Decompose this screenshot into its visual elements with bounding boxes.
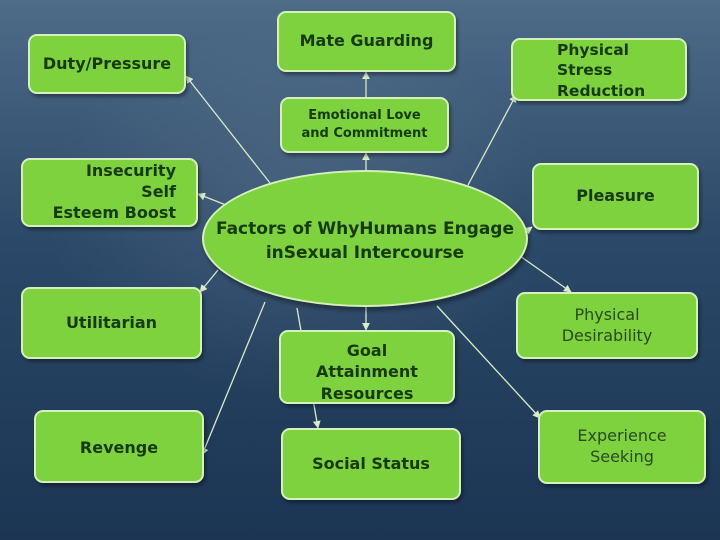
node-label-line: Stress: [557, 61, 613, 80]
center-label-line: Sexual Intercourse: [283, 242, 465, 263]
node-social-status: Social Status: [281, 428, 461, 500]
node-label-line: Self: [141, 182, 176, 202]
node-label-line: Social Status: [312, 453, 430, 473]
node-label-line: Reduction: [557, 81, 646, 100]
node-label-line: Resources: [320, 383, 414, 403]
node-label-line: Goal: [346, 340, 388, 360]
node-label-line: Desirability: [561, 325, 653, 345]
node-label-line: Mate Guarding: [299, 31, 434, 50]
connector-physical-desirability: [519, 255, 572, 293]
node-utilitarian: Utilitarian: [21, 287, 202, 359]
node-label-line: Utilitarian: [65, 313, 158, 332]
connector-utilitarian: [199, 269, 219, 293]
connector-pleasure: [524, 226, 533, 235]
node-label-line: Experience: [577, 426, 667, 446]
node-revenge: Revenge: [34, 410, 204, 483]
node-label-line: Duty/Pressure: [42, 53, 172, 73]
node-label-line: Pleasure: [576, 186, 655, 206]
connector-physical-stress: [467, 94, 517, 186]
node-label-line: and Commitment: [301, 126, 428, 141]
node-label-line: Emotional Love: [308, 107, 421, 123]
center-label-line: Factors of Why: [215, 219, 360, 240]
node-emotional-love: Emotional Love and Commitment: [280, 97, 449, 153]
node-label-line: Esteem Boost: [52, 202, 176, 222]
connector-revenge: [201, 301, 266, 456]
node-label-line: Revenge: [79, 438, 159, 457]
node-label-line: Attainment: [316, 362, 418, 382]
center-label-line: Humans Engage in: [265, 219, 515, 263]
central-topic-ellipse: Factors of WhyHumans Engage inSexual Int…: [202, 170, 528, 307]
node-label-line: Physical: [557, 40, 629, 59]
connector-experience-seeking: [436, 305, 541, 419]
connector-insecurity: [197, 192, 227, 206]
node-pleasure: Pleasure: [532, 163, 699, 230]
node-label-line: Insecurity: [85, 161, 176, 181]
node-duty-pressure: Duty/Pressure: [28, 34, 186, 94]
connector-duty-pressure: [185, 75, 271, 184]
node-mate-guarding: Mate Guarding: [277, 11, 456, 72]
node-label-line: Physical: [574, 304, 640, 324]
node-label-line: Seeking: [590, 447, 654, 466]
